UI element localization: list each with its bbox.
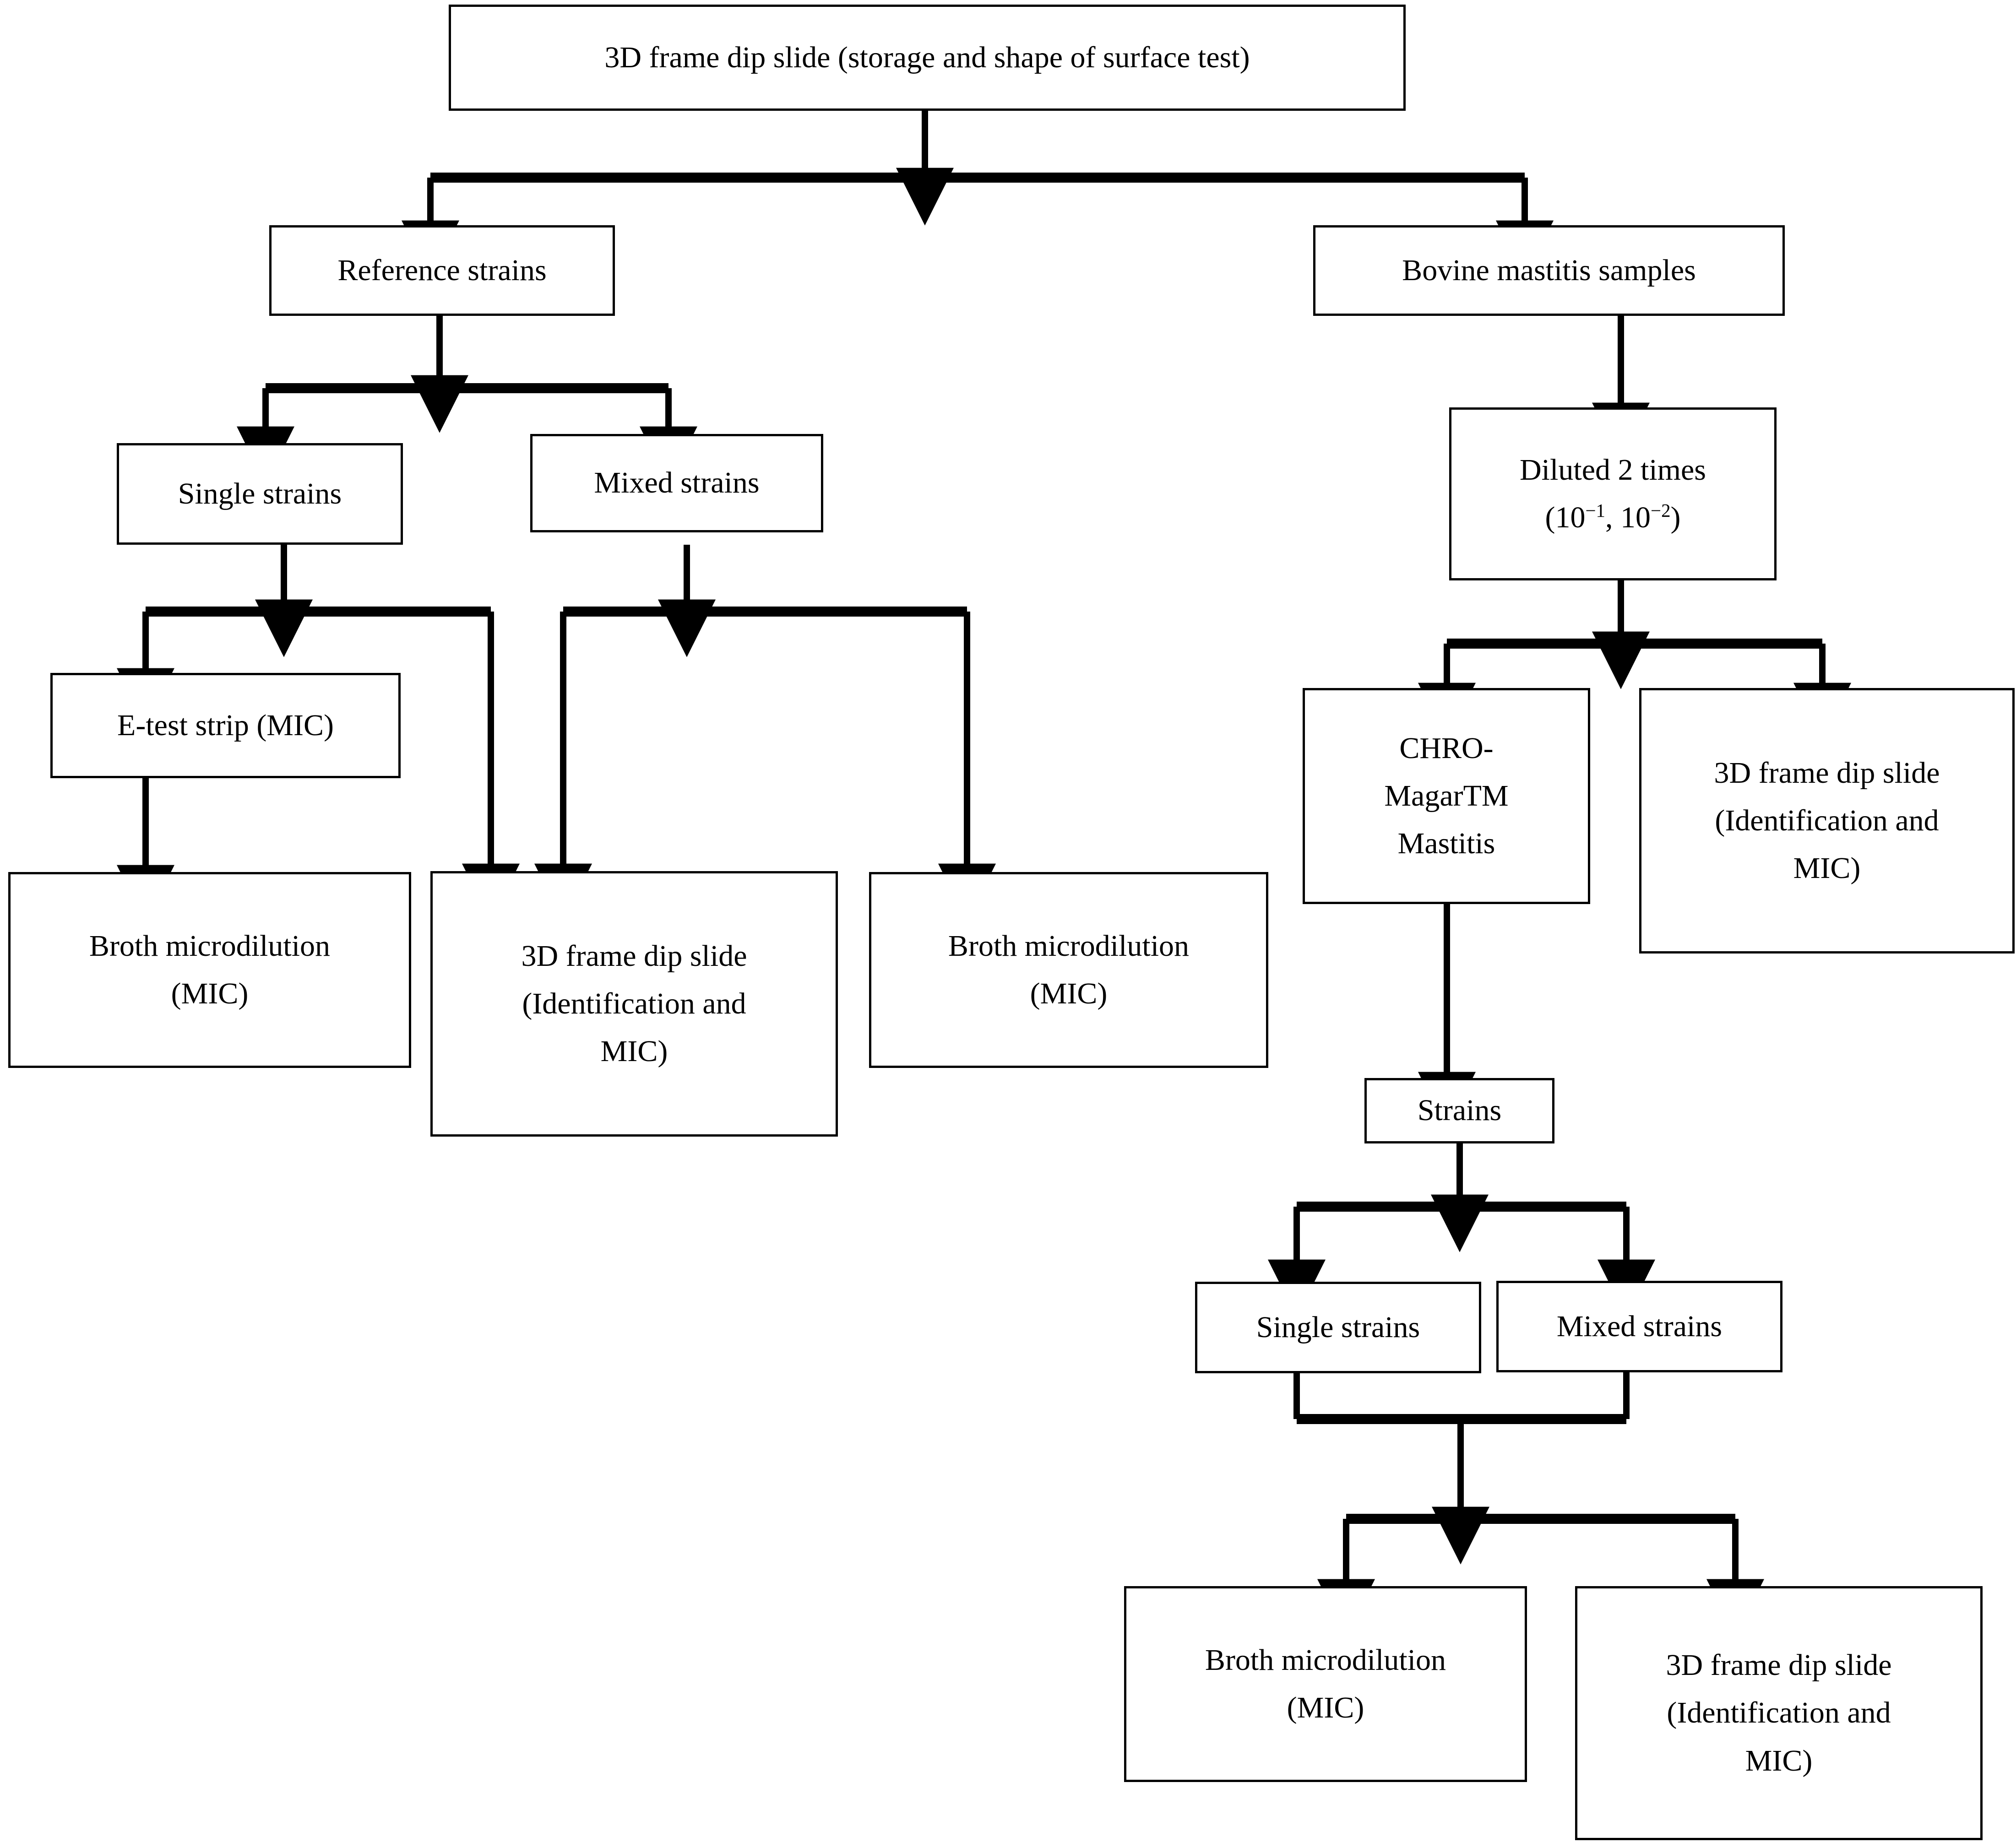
node-diluted-line-1: (10−1, 10−2) <box>1545 500 1681 534</box>
node-broth-microdilution-left-2[interactable]: Broth microdilution (MIC) <box>869 872 1268 1068</box>
node-broth-r-line-0: Broth microdilution <box>1205 1643 1446 1677</box>
node-chromagar-line-1: MagarTM <box>1384 779 1509 813</box>
node-single-strains-right[interactable]: Single strains <box>1195 1282 1481 1373</box>
node-diluted-line-0: Diluted 2 times <box>1520 453 1706 487</box>
node-reference-strains[interactable]: Reference strains <box>269 225 615 316</box>
node-chromagar-mastitis[interactable]: CHRO- MagarTM Mastitis <box>1303 688 1590 904</box>
node-dipslide-r2-line-2: MIC) <box>1745 1744 1813 1777</box>
node-single-strains-right-line-0: Single strains <box>1256 1310 1420 1344</box>
node-bovine-mastitis-samples[interactable]: Bovine mastitis samples <box>1313 225 1785 316</box>
node-dipslide-left[interactable]: 3D frame dip slide (Identification and M… <box>430 871 838 1137</box>
node-dipslide-right[interactable]: 3D frame dip slide (Identification and M… <box>1639 688 2015 954</box>
node-chromagar-line-0: CHRO- <box>1399 731 1494 765</box>
node-broth-l1-line-0: Broth microdilution <box>89 929 331 963</box>
node-dipslide-left-line-0: 3D frame dip slide <box>521 939 747 973</box>
node-strains-line-0: Strains <box>1417 1094 1502 1127</box>
node-dipslide-right-bottom[interactable]: 3D frame dip slide (Identification and M… <box>1575 1586 1983 1840</box>
node-root-line-0: 3D frame dip slide (storage and shape of… <box>604 40 1250 74</box>
node-broth-microdilution-right[interactable]: Broth microdilution (MIC) <box>1124 1586 1527 1782</box>
node-mixed-strains-right-line-0: Mixed strains <box>1556 1309 1723 1343</box>
node-etest-strip[interactable]: E-test strip (MIC) <box>50 673 401 778</box>
node-broth-l1-line-1: (MIC) <box>171 977 249 1010</box>
node-dipslide-r2-line-1: (Identification and <box>1667 1696 1891 1730</box>
node-dipslide-r2-line-0: 3D frame dip slide <box>1666 1648 1892 1682</box>
node-mixed-strains-right[interactable]: Mixed strains <box>1496 1281 1782 1372</box>
node-dipslide-left-line-2: MIC) <box>600 1035 668 1068</box>
node-diluted-2-times[interactable]: Diluted 2 times (10−1, 10−2) <box>1449 407 1777 580</box>
node-single-strains-left[interactable]: Single strains <box>117 443 403 545</box>
node-bovine-line-0: Bovine mastitis samples <box>1402 253 1696 287</box>
node-broth-microdilution-left-1[interactable]: Broth microdilution (MIC) <box>8 872 411 1068</box>
node-single-strains-left-line-0: Single strains <box>178 477 342 510</box>
node-dipslide-left-line-1: (Identification and <box>522 986 746 1020</box>
node-dipslide-right-line-1: (Identification and <box>1715 803 1939 837</box>
node-root[interactable]: 3D frame dip slide (storage and shape of… <box>449 5 1406 111</box>
node-dipslide-right-line-0: 3D frame dip slide <box>1714 756 1940 790</box>
node-mixed-strains-left-line-0: Mixed strains <box>594 466 760 500</box>
node-broth-l2-line-1: (MIC) <box>1030 977 1108 1010</box>
node-reference-strains-line-0: Reference strains <box>337 253 547 287</box>
node-chromagar-line-2: Mastitis <box>1397 827 1495 861</box>
node-etest-line-0: E-test strip (MIC) <box>117 708 334 742</box>
node-mixed-strains-left[interactable]: Mixed strains <box>530 434 823 532</box>
node-strains[interactable]: Strains <box>1364 1078 1554 1143</box>
node-broth-r-line-1: (MIC) <box>1287 1691 1364 1724</box>
node-dipslide-right-line-2: MIC) <box>1793 851 1861 885</box>
node-broth-l2-line-0: Broth microdilution <box>948 929 1190 963</box>
